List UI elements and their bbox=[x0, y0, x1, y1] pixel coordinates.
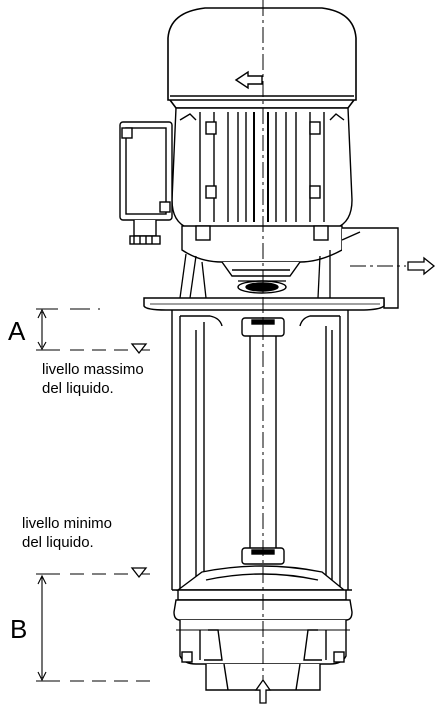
terminal-box bbox=[119, 121, 173, 245]
pump-shaft bbox=[249, 336, 277, 548]
max-level-label-line2: del liquido. bbox=[42, 380, 114, 397]
fan-cover bbox=[167, 7, 357, 109]
lantern-struts bbox=[179, 250, 331, 299]
mounting-plate bbox=[143, 297, 385, 311]
max-level-label-line1: livello massimo bbox=[42, 361, 144, 378]
arrow-left-icon bbox=[234, 70, 263, 90]
dimension-a-label: A bbox=[8, 316, 26, 346]
dimension-b-label: B bbox=[10, 614, 27, 644]
min-level-label-line1: livello minimo bbox=[22, 515, 112, 532]
motor-body bbox=[171, 107, 353, 229]
triangle-down-icon bbox=[130, 567, 148, 579]
impeller-housing bbox=[172, 565, 352, 601]
pump-column bbox=[171, 310, 349, 590]
arrow-up-icon bbox=[254, 678, 272, 704]
min-level-label-line2: del liquido. bbox=[22, 534, 94, 551]
discharge-pipe bbox=[341, 227, 399, 309]
arrow-right-icon bbox=[407, 256, 436, 276]
triangle-down-icon bbox=[130, 343, 148, 355]
shaft-coupling bbox=[237, 280, 287, 294]
dimension-b-lines bbox=[36, 573, 150, 682]
motor-flange bbox=[181, 225, 343, 277]
